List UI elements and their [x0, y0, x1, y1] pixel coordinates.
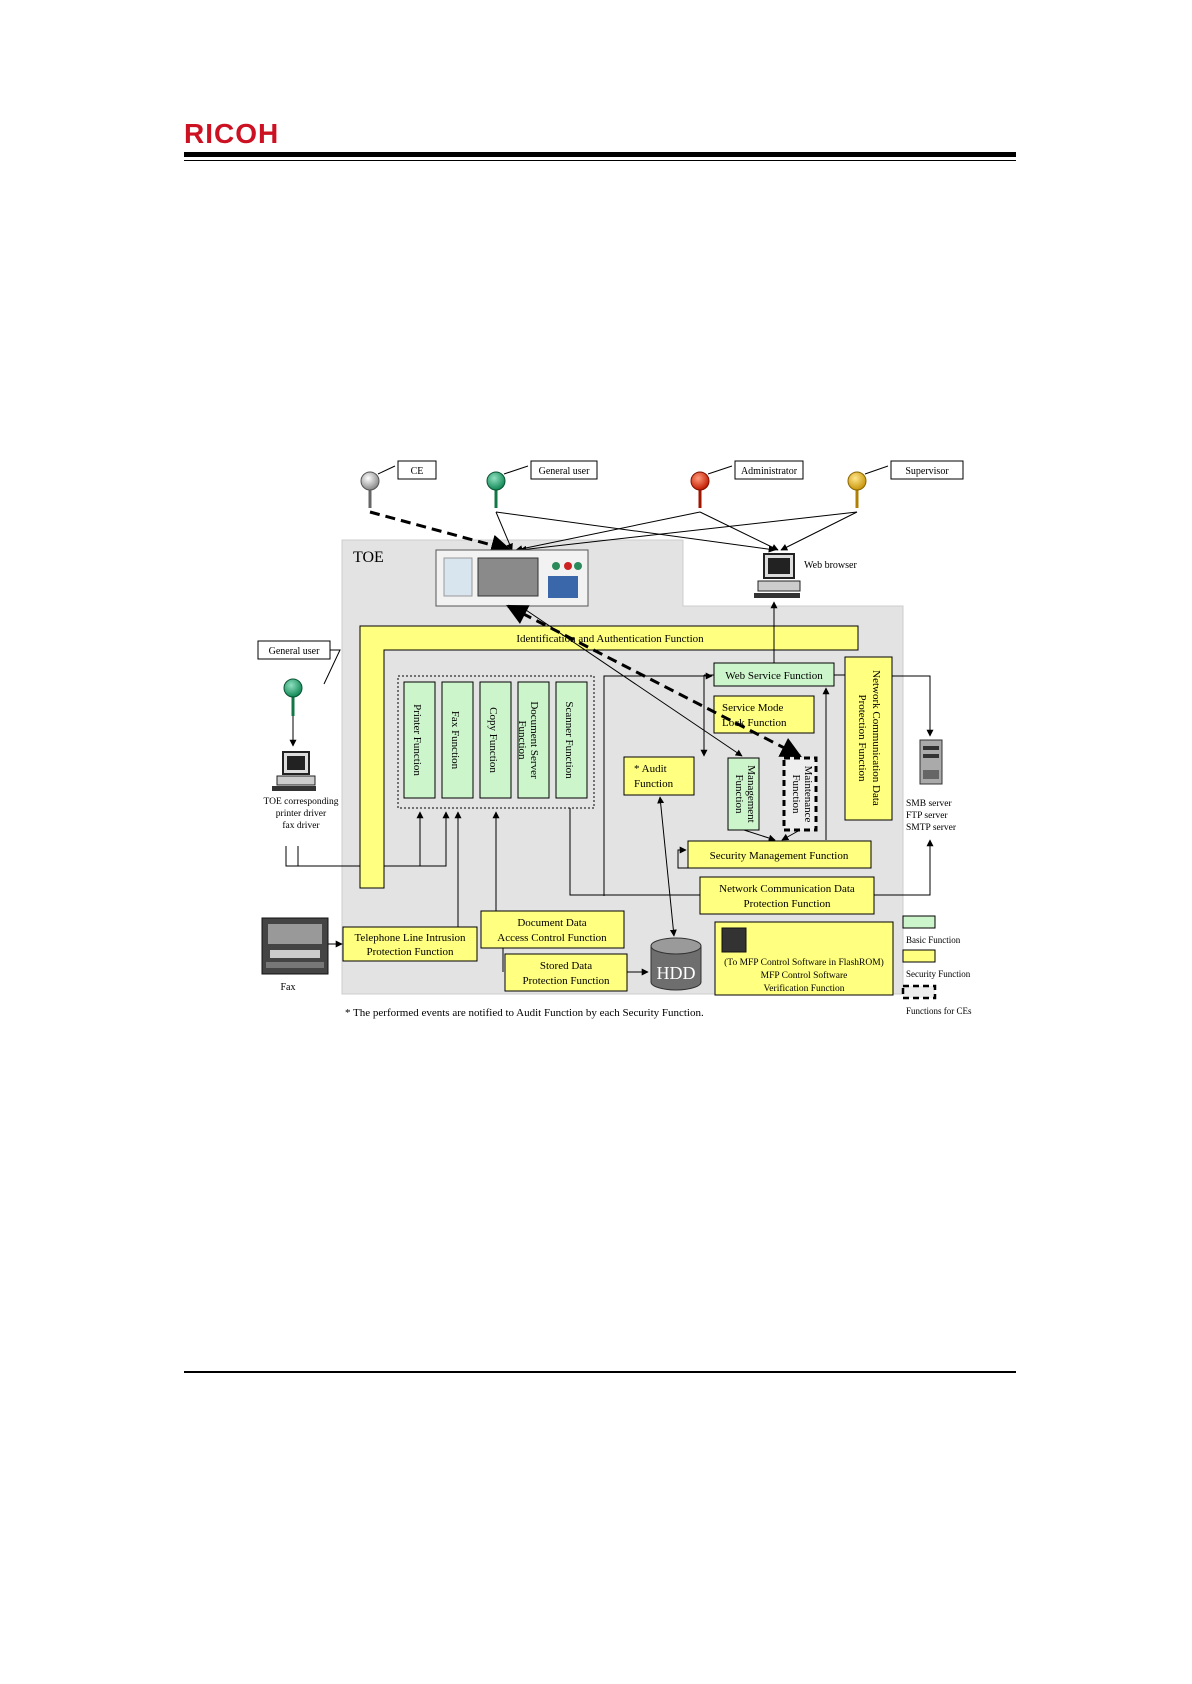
svg-text:Maintenance: Maintenance [802, 766, 814, 823]
svg-text:Fax Function: Fax Function [449, 711, 461, 770]
document-server-function: Document Server Function [516, 681, 550, 799]
svg-text:Network Communication Data: Network Communication Data [719, 883, 855, 895]
svg-text:Function: Function [733, 774, 745, 814]
actor-general-user-left: General user [257, 640, 341, 747]
actor-supervisor-label: Supervisor [905, 466, 949, 477]
legend-basic-label: Basic Function [906, 935, 961, 945]
service-mode-lock-function: Service Mode Lock Function [713, 695, 815, 734]
svg-text:Protection Function: Protection Function [366, 946, 454, 958]
network-communication-data-protection-vertical: Network Communication Data Protection Fu… [844, 656, 893, 821]
svg-text:Service Mode: Service Mode [722, 702, 784, 714]
web-service-function: Web Service Function [713, 662, 835, 687]
header-rule [184, 152, 1016, 157]
management-function: Management Function [727, 757, 760, 831]
svg-text:Printer Function: Printer Function [411, 704, 423, 776]
network-communication-data-protection-horizontal: Network Communication Data Protection Fu… [699, 876, 875, 915]
telephone-line-intrusion-protection-function: Telephone Line Intrusion Protection Func… [342, 926, 478, 962]
servers-label-2: FTP server [906, 811, 948, 821]
printer-function: Printer Function [403, 681, 436, 799]
actor-administrator: Administrator [690, 460, 804, 508]
svg-text:Access Control Function: Access Control Function [497, 932, 607, 944]
actor-connections [369, 510, 858, 556]
svg-text:Document Server: Document Server [528, 701, 540, 779]
operation-panel-icon [435, 549, 589, 607]
servers-label-1: SMB server [906, 799, 952, 809]
toe-printer-driver-label-2: printer driver [276, 809, 327, 819]
actor-ce: CE [360, 460, 437, 508]
legend-ce-label: Functions for CEs [906, 1006, 972, 1016]
internal-connections [285, 601, 934, 976]
legend-ce-swatch [901, 984, 937, 1000]
svg-text:Web Service Function: Web Service Function [725, 670, 823, 682]
svg-text:(To MFP Control Software in Fl: (To MFP Control Software in FlashROM) [724, 957, 884, 968]
legend-security-swatch [902, 949, 936, 963]
fax-device-label: Fax [281, 982, 296, 993]
footnote: * The performed events are notified to A… [345, 1007, 704, 1019]
svg-text:Protection Function: Protection Function [522, 975, 610, 987]
svg-text:Verification Function: Verification Function [764, 983, 845, 994]
identification-authentication-label: Identification and Authentication Functi… [516, 633, 704, 645]
security-management-function: Security Management Function [687, 840, 872, 869]
audit-function: * Audit Function [623, 756, 695, 796]
actor-administrator-label: Administrator [741, 466, 798, 477]
hdd-storage-icon: HDD [650, 937, 702, 991]
svg-text:Function: Function [516, 720, 528, 760]
svg-text:Stored Data: Stored Data [540, 960, 592, 972]
fax-function: Fax Function [441, 681, 474, 799]
copy-function: Copy Function [479, 681, 512, 799]
svg-text:Telephone Line Intrusion: Telephone Line Intrusion [354, 932, 466, 944]
servers-label-3: SMTP server [906, 823, 957, 833]
svg-text:Function: Function [790, 774, 802, 814]
web-browser-label: Web browser [804, 560, 857, 571]
actor-general-user-left-label: General user [269, 646, 320, 657]
fax-machine-icon [261, 917, 329, 975]
actor-ce-label: CE [411, 466, 424, 477]
svg-text:Management: Management [745, 765, 757, 822]
svg-text:* Audit: * Audit [634, 763, 667, 775]
svg-text:Scanner Function: Scanner Function [563, 701, 575, 779]
maintenance-function: Maintenance Function [782, 756, 818, 832]
identification-authentication-function [359, 625, 859, 889]
actor-general-user-label: General user [539, 466, 590, 477]
flashrom-chip-icon [721, 927, 747, 953]
hdd-label: HDD [657, 963, 696, 983]
svg-text:MFP Control Software: MFP Control Software [761, 970, 848, 981]
toe-printer-driver-computer-icon [272, 751, 316, 791]
toe-printer-driver-label-1: TOE corresponding [263, 797, 338, 807]
ricoh-logo: RICOH [184, 118, 280, 149]
svg-text:Protection Function: Protection Function [743, 898, 831, 910]
footer-rule [184, 1371, 1016, 1373]
document-data-access-control-function: Document Data Access Control Function [480, 910, 625, 949]
toe-label: TOE [353, 549, 384, 566]
svg-text:Function: Function [634, 778, 674, 790]
legend-basic-swatch [902, 915, 936, 929]
stored-data-protection-function: Stored Data Protection Function [504, 953, 628, 992]
header-rule-thin [184, 160, 1016, 161]
actor-general-user: General user [486, 460, 598, 508]
toe-printer-driver-label-3: fax driver [282, 820, 320, 831]
legend: Basic Function Security Function Functio… [901, 915, 972, 1016]
svg-text:Copy Function: Copy Function [487, 707, 499, 773]
svg-text:Document Data: Document Data [517, 917, 586, 929]
svg-text:Security Management Function: Security Management Function [710, 850, 849, 862]
scanner-function: Scanner Function [555, 681, 588, 799]
svg-text:Network Communication Data: Network Communication Data [870, 670, 882, 806]
actor-supervisor: Supervisor [847, 460, 964, 508]
legend-security-label: Security Function [906, 969, 971, 979]
svg-text:Protection Function: Protection Function [856, 694, 868, 782]
mfp-control-software-verification-function: (To MFP Control Software in FlashROM) MF… [714, 921, 894, 996]
server-icon [919, 739, 943, 785]
svg-text:Lock Function: Lock Function [722, 717, 787, 729]
web-browser-computer-icon [754, 553, 801, 598]
